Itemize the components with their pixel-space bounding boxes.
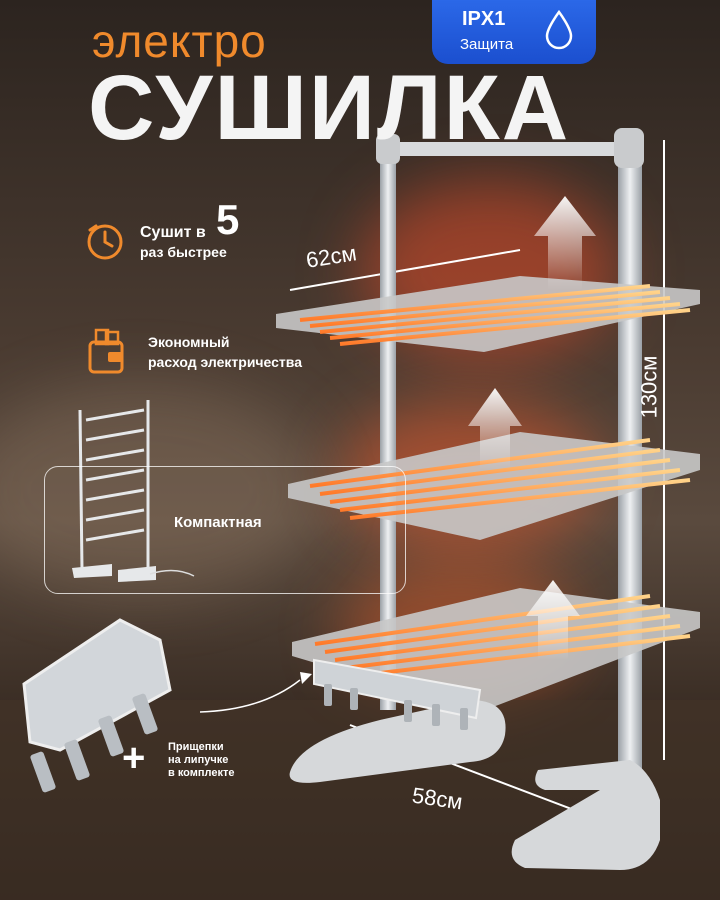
mini-dryer-foot-left (72, 564, 112, 578)
left-foot (289, 700, 506, 783)
economy-line2: расход электричества (148, 354, 302, 370)
ipx-label: Защита (460, 36, 514, 53)
speed-prefix: Сушит в (140, 224, 206, 241)
clips-line2: на липучке (168, 754, 229, 766)
ipx-badge: IPX1 Защита (432, 0, 596, 64)
product-title: СУШИЛКА (88, 57, 571, 159)
heating-bars-top (299, 284, 691, 346)
speed-suffix: раз быстрее (140, 244, 227, 260)
clips-line1: Прищепки (168, 741, 224, 753)
water-drop-icon (545, 10, 573, 50)
mini-dryer-foot-right (118, 566, 156, 582)
title-prefix: электро (92, 15, 267, 67)
ipx-rating: IPX1 (462, 8, 506, 30)
room-light (0, 380, 320, 600)
compact-frame (44, 466, 406, 594)
economy-line1: Экономный (148, 334, 230, 350)
heat-arrow-bottom (526, 580, 580, 660)
compact-label: Компактная (174, 514, 262, 531)
width-dimension-line (289, 249, 521, 291)
clip-strip-large (22, 618, 172, 752)
height-dimension: 130см (636, 355, 662, 419)
clip-pointer-arrow (300, 672, 312, 684)
mini-dryer (78, 400, 150, 571)
heat-arrow-middle (468, 388, 522, 470)
left-pole (380, 150, 396, 710)
top-cap-right (614, 128, 644, 168)
clips-small (324, 684, 468, 730)
heating-bars-middle (309, 438, 691, 520)
heat-arrow-top (534, 196, 596, 290)
top-bar (384, 142, 634, 156)
timer-icon (87, 224, 123, 260)
speed-number: 5 (216, 196, 240, 243)
clips-large (30, 693, 158, 793)
clips-caption: Прищепки на липучке в комплекте (168, 741, 235, 780)
heating-bars-bottom (314, 594, 691, 678)
top-cap-left (376, 134, 400, 164)
wallet-icon (88, 328, 124, 374)
clips-line3: в комплекте (168, 767, 235, 779)
clip-strip-small (313, 658, 482, 720)
plus-icon: + (122, 736, 146, 780)
mini-dryer-cable (149, 569, 195, 577)
clip-pointer-line (199, 679, 301, 713)
right-foot (511, 760, 660, 870)
